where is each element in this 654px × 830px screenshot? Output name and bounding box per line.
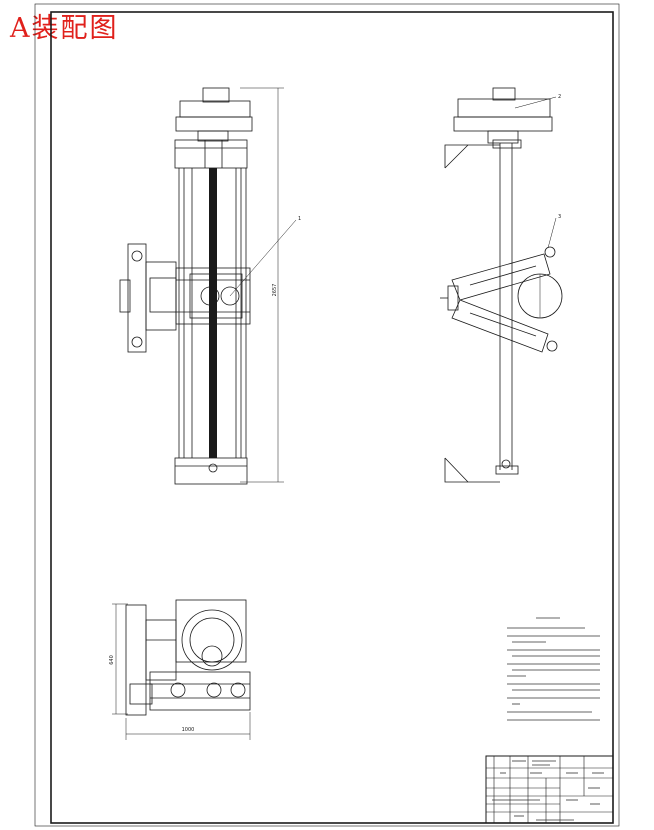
lead-screw [209, 168, 217, 458]
technical-notes [507, 617, 600, 721]
label-3: 3 [558, 214, 561, 220]
title-block [485, 755, 614, 824]
outer-border [34, 3, 620, 827]
dim-side: 640 [109, 655, 115, 665]
front-view: 2657 1 [119, 87, 301, 485]
label-2: 2 [558, 94, 561, 100]
dim-height: 2657 [272, 284, 278, 297]
sheet-stamp: A装配图 [10, 13, 119, 44]
inner-border [50, 11, 614, 824]
dim-width: 1000 [182, 727, 195, 733]
label-1: 1 [298, 216, 301, 222]
side-view: 2 3 [440, 87, 563, 483]
top-view: 640 1000 [109, 599, 251, 740]
